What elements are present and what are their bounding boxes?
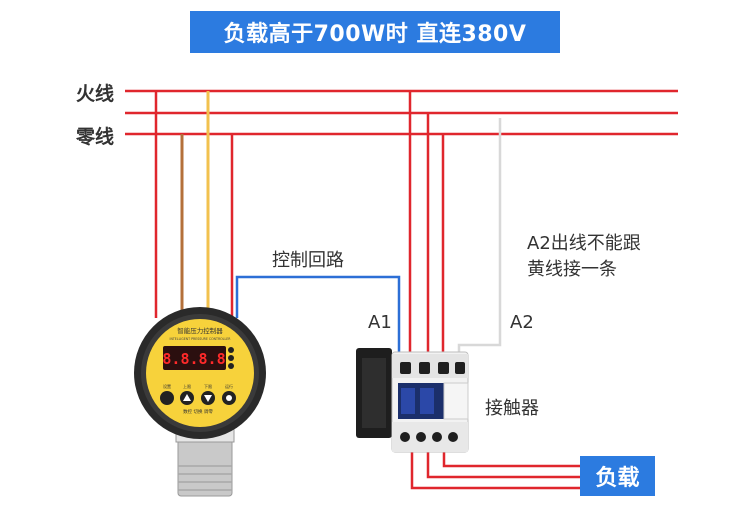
neutral-line-label: 零线 bbox=[76, 126, 115, 148]
wire-control-loop bbox=[235, 275, 401, 352]
banner-title: 负载高于700W时 直连380V bbox=[190, 11, 560, 53]
a2-note-line2: 黄线接一条 bbox=[527, 259, 617, 280]
supply-lines bbox=[125, 89, 678, 136]
controller-buttons bbox=[160, 391, 236, 405]
down-icon bbox=[204, 395, 212, 402]
controller-btn-label-3: 下限 bbox=[204, 383, 212, 389]
controller-header: 智能压力控制器 bbox=[177, 326, 223, 335]
contactor-feed-wires bbox=[408, 91, 445, 352]
controller-display-value: 8.8.8.8 bbox=[162, 350, 225, 368]
up-icon bbox=[183, 394, 191, 401]
control-loop-label: 控制回路 bbox=[272, 250, 344, 271]
controller-btn-label-4: 运行 bbox=[225, 383, 233, 389]
a1-label: A1 bbox=[368, 312, 392, 333]
a2-note-line1: A2出线不能跟 bbox=[527, 233, 641, 254]
controller-footer: 数控 切换 调零 bbox=[183, 408, 213, 415]
controller-display bbox=[163, 346, 226, 370]
contactor bbox=[356, 348, 469, 453]
live-line-label: 火线 bbox=[76, 83, 115, 105]
controller-btn-label-2: 上限 bbox=[183, 383, 191, 389]
controller-subheader: INTELLIGENT PRESSURE CONTROLLER bbox=[170, 337, 232, 341]
load-box: 负载 bbox=[580, 456, 655, 496]
a2-label: A2 bbox=[510, 312, 534, 333]
set-button[interactable] bbox=[160, 391, 174, 405]
pressure-controller: 智能压力控制器 INTELLIGENT PRESSURE CONTROLLER … bbox=[134, 307, 266, 497]
controller-btn-label-1: 设置 bbox=[163, 383, 171, 389]
contactor-label: 接触器 bbox=[485, 398, 539, 419]
wire-a2-white bbox=[457, 118, 502, 352]
